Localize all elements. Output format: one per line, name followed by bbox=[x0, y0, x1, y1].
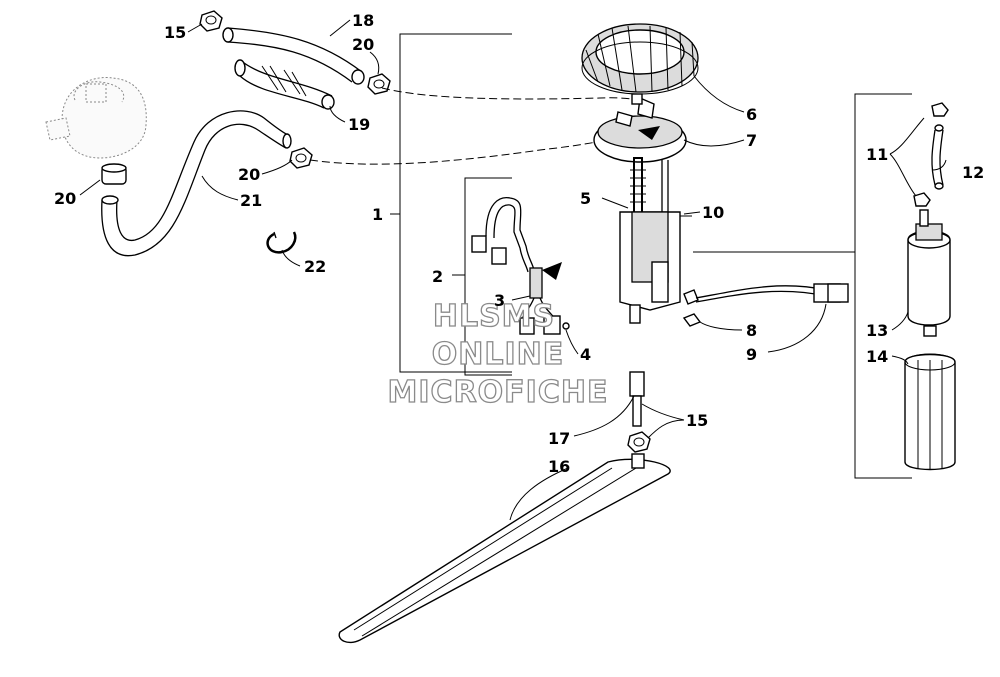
leader-lines bbox=[79, 19, 947, 521]
callout-10: 10 bbox=[702, 203, 724, 222]
callout-4: 4 bbox=[580, 345, 591, 364]
callout-8: 8 bbox=[746, 321, 757, 340]
watermark-line-2: ONLINE bbox=[432, 337, 565, 372]
callout-12: 12 bbox=[962, 163, 984, 182]
hose-clamp-20-left bbox=[101, 163, 127, 185]
hose-clamp-20-top bbox=[367, 73, 391, 95]
callout-15-lower: 15 bbox=[686, 411, 708, 430]
fuel-hose-19 bbox=[234, 59, 335, 110]
callout-15-top: 15 bbox=[164, 23, 186, 42]
pump-assembly-body bbox=[619, 157, 699, 324]
watermark: HLSMS ONLINE MICROFICHE bbox=[387, 298, 609, 410]
fuel-hose-18 bbox=[222, 27, 365, 85]
hose-clamp-20-mid bbox=[289, 147, 313, 169]
fuel-strainer-16 bbox=[338, 453, 671, 644]
callout-9: 9 bbox=[746, 345, 757, 364]
watermark-line-1: HLSMS bbox=[433, 299, 555, 334]
pump-flange-7 bbox=[593, 93, 687, 163]
callout-5: 5 bbox=[580, 189, 591, 208]
pump-shaft-17 bbox=[629, 371, 645, 427]
callout-20-top: 20 bbox=[352, 35, 374, 54]
callout-6: 6 bbox=[746, 105, 757, 124]
callout-19: 19 bbox=[348, 115, 370, 134]
callout-11: 11 bbox=[866, 145, 888, 164]
lock-ring-6 bbox=[581, 23, 699, 95]
pump-sleeve-14 bbox=[904, 353, 956, 471]
nut-15-lower bbox=[627, 431, 651, 453]
retaining-ring-22 bbox=[266, 231, 297, 254]
callout-20-mid: 20 bbox=[238, 165, 260, 184]
fuel-hose-21 bbox=[101, 110, 292, 257]
hose-clamp-11 bbox=[913, 102, 949, 207]
electric-fuel-pump-13 bbox=[907, 209, 951, 337]
callout-16: 16 bbox=[548, 457, 570, 476]
callout-20-left: 20 bbox=[54, 189, 76, 208]
callout-numbers: 15 18 20 19 20 20 21 22 1 2 3 4 5 6 7 10… bbox=[54, 11, 984, 476]
bracket-lines bbox=[390, 33, 912, 479]
wire-harness-9 bbox=[682, 283, 849, 327]
fuel-filter-canister bbox=[45, 77, 147, 159]
callout-2: 2 bbox=[432, 267, 443, 286]
watermark-line-3: MICROFICHE bbox=[388, 375, 609, 410]
callout-13: 13 bbox=[866, 321, 888, 340]
callout-7: 7 bbox=[746, 131, 757, 150]
callout-3: 3 bbox=[494, 291, 505, 310]
wire-harness-2 bbox=[471, 197, 570, 335]
callout-18: 18 bbox=[352, 11, 374, 30]
callout-22: 22 bbox=[304, 257, 326, 276]
fuel-line-12 bbox=[931, 124, 944, 190]
callout-14: 14 bbox=[866, 347, 888, 366]
hose-clamp-15-top bbox=[199, 10, 223, 32]
callout-21: 21 bbox=[240, 191, 262, 210]
callout-1: 1 bbox=[372, 205, 383, 224]
callout-17: 17 bbox=[548, 429, 570, 448]
